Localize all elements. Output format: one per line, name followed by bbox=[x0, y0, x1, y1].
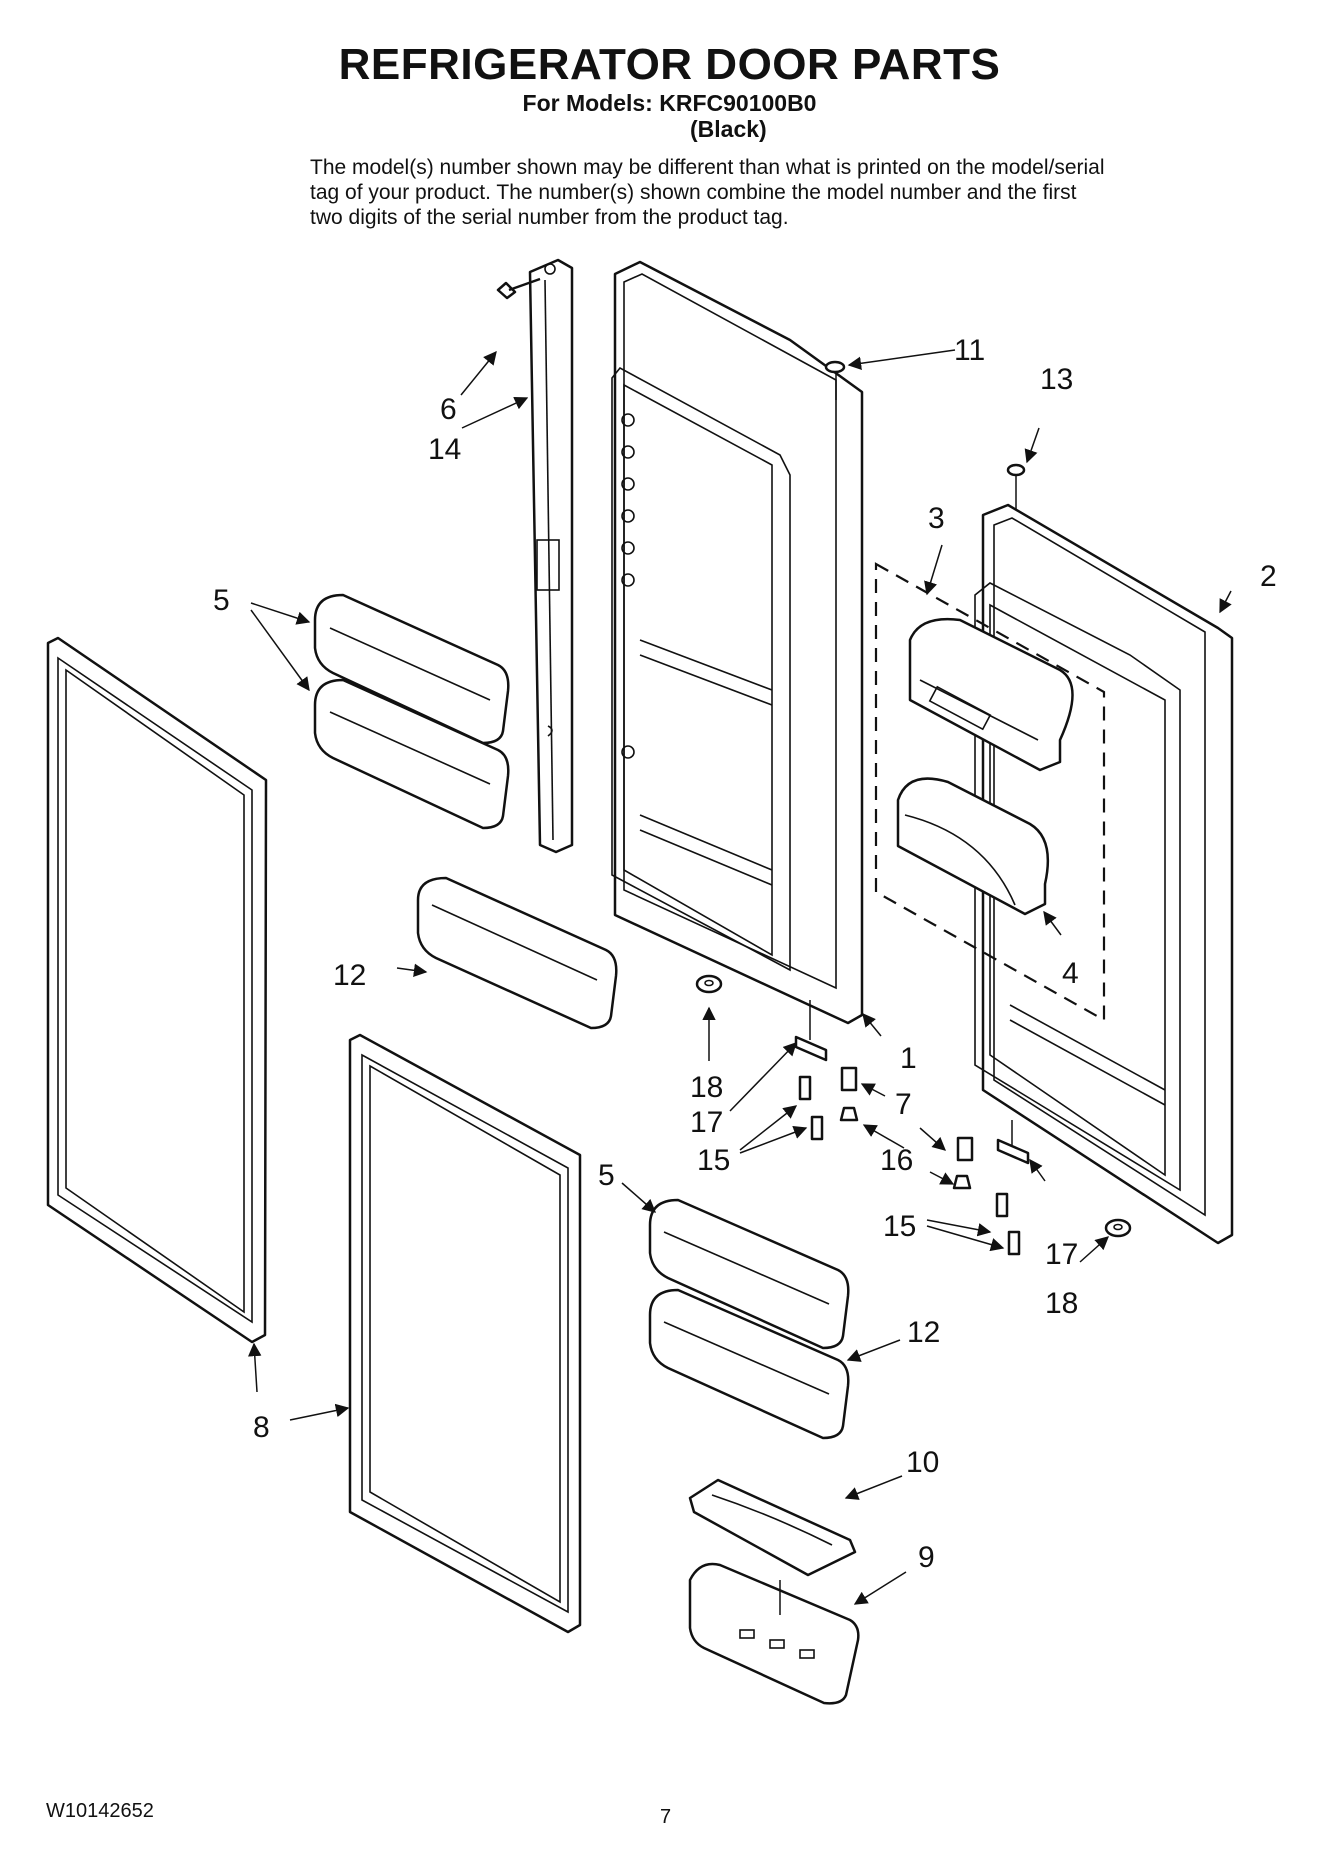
callout-3: 3 bbox=[928, 502, 945, 535]
dairy-bin-part bbox=[688, 1562, 860, 1705]
callout-18-left: 18 bbox=[690, 1071, 723, 1104]
callout-16: 16 bbox=[880, 1144, 913, 1177]
callout-17-right: 17 bbox=[1045, 1238, 1078, 1271]
dispenser-group-outline bbox=[874, 562, 1106, 1022]
callout-10: 10 bbox=[906, 1446, 939, 1479]
cap-part-13 bbox=[1006, 463, 1026, 512]
model-notice: The model(s) number shown may be differe… bbox=[310, 156, 1105, 229]
door-bin-upper-left-bottom bbox=[313, 678, 510, 830]
color-note: (Black) bbox=[690, 116, 767, 142]
document-code: W10142652 bbox=[46, 1800, 154, 1822]
callout-17-left: 17 bbox=[690, 1106, 723, 1139]
callout-15-left: 15 bbox=[697, 1144, 730, 1177]
callout-9: 9 bbox=[918, 1541, 935, 1574]
callout-15-right: 15 bbox=[883, 1210, 916, 1243]
page-number: 7 bbox=[660, 1806, 672, 1828]
callout-14: 14 bbox=[428, 433, 461, 466]
door-bin-lower-center-top bbox=[648, 1198, 850, 1350]
dispenser-bin-part bbox=[896, 777, 1050, 916]
callout-11: 11 bbox=[954, 334, 985, 367]
hinge-hardware bbox=[695, 974, 1132, 1256]
door-bin-lower-center-bottom bbox=[648, 1288, 850, 1440]
callout-2: 2 bbox=[1260, 560, 1277, 593]
door-trim-strip bbox=[528, 258, 574, 854]
door-gasket-left bbox=[46, 636, 268, 1344]
door-left-assembly bbox=[611, 260, 864, 1025]
callout-18-right: 18 bbox=[1045, 1287, 1078, 1320]
leader-arrows bbox=[248, 349, 1232, 1605]
cap-part-11 bbox=[824, 360, 846, 400]
callout-7-left: 7 bbox=[895, 1088, 912, 1121]
callout-6: 6 bbox=[440, 393, 457, 426]
callout-1: 1 bbox=[900, 1042, 917, 1075]
screw-part-6 bbox=[496, 263, 556, 300]
page-title: REFRIGERATOR DOOR PARTS bbox=[338, 40, 1001, 89]
callout-8: 8 bbox=[253, 1411, 270, 1444]
dispenser-cover-part bbox=[908, 617, 1074, 772]
dairy-door-part bbox=[688, 1478, 857, 1577]
callout-5-lower: 5 bbox=[598, 1159, 615, 1192]
callout-12-lower: 12 bbox=[907, 1316, 940, 1349]
door-gasket-center bbox=[348, 1033, 582, 1634]
callout-4: 4 bbox=[1062, 957, 1079, 990]
door-bin-middle-left bbox=[416, 876, 618, 1030]
callout-12-middle: 12 bbox=[333, 959, 366, 992]
models-line: For Models: KRFC90100B0 bbox=[522, 90, 817, 116]
callout-13: 13 bbox=[1040, 363, 1073, 396]
door-bin-upper-left-top bbox=[313, 593, 510, 745]
callout-5-upper: 5 bbox=[213, 584, 230, 617]
